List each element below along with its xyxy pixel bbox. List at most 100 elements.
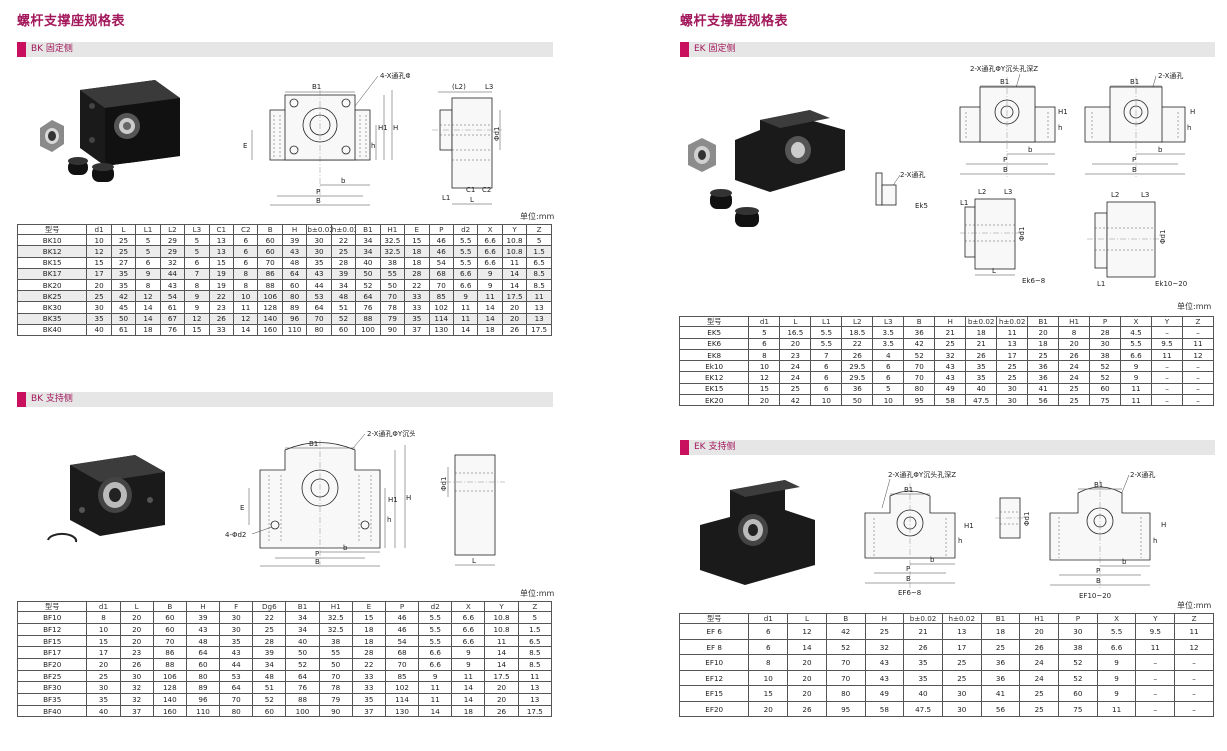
bk-label-l2: (L2)	[452, 83, 466, 91]
ef-table-cell: –	[1174, 654, 1214, 671]
ek-col-header: P	[1089, 315, 1122, 328]
ek-caption-a: Ek6~8	[1022, 277, 1045, 285]
bf-table-cell: BF15	[16, 634, 88, 648]
bk-table-cell: 5.5	[452, 256, 479, 269]
ek-table-cell: 24	[779, 371, 812, 384]
bk-table-cell: 46	[428, 245, 454, 258]
ef-col-header: X	[1096, 612, 1137, 625]
bf-table-cell: BF10	[16, 611, 88, 624]
ek-table-cell: –	[1181, 326, 1215, 339]
bf-table-cell: 35	[219, 634, 254, 648]
ef-table-cell: 20	[787, 654, 827, 671]
ef-unit: 单位:mm	[1177, 601, 1212, 610]
ef-col-header: d1	[748, 612, 789, 625]
bk-table-cell: 14	[135, 312, 161, 325]
ek-a-label-l2: L2	[978, 188, 986, 196]
ef-table-cell: 52	[1058, 669, 1098, 687]
ef-table-cell: 12	[787, 623, 827, 640]
bk-table-cell: 64	[281, 267, 308, 281]
ek-col-header: Z	[1181, 315, 1215, 328]
ek-table-cell: 43	[934, 371, 967, 384]
bk-col-header: H1	[379, 223, 406, 236]
bk-table-cell: 14	[452, 323, 479, 336]
ef-col-header: Z	[1174, 612, 1214, 625]
bk-col-header: P	[428, 223, 454, 236]
ef-table-cell: 35	[903, 654, 943, 671]
bk-table-cell: 54	[159, 290, 186, 303]
bf-table-cell: 40	[86, 704, 121, 718]
bf-label-l: L	[472, 557, 476, 565]
ek-table-cell: 42	[903, 337, 936, 350]
bf-table-cell: 90	[318, 704, 353, 718]
ef-col-header: B	[825, 612, 866, 625]
bk-table-cell: 7	[184, 267, 210, 281]
bf-table-cell: 35	[86, 693, 121, 706]
ef-table-cell: 14	[787, 638, 827, 656]
bf-table-cell: 43	[219, 646, 254, 660]
bf-table-cell: 6.6	[418, 658, 453, 671]
ef-table-cell: 13	[941, 623, 982, 640]
bk-table-cell: 5	[135, 245, 161, 258]
bk-table-cell: 90	[379, 323, 406, 336]
ef-table-cell: 26	[1019, 638, 1060, 656]
bf-side-drawing: Φd1 L	[440, 454, 505, 566]
bk-table-cell: 6.6	[477, 245, 503, 258]
ek-a-label-bsmall: b	[1028, 146, 1033, 154]
ef-table-cell: 26	[787, 700, 827, 718]
bf-table-cell: 70	[152, 634, 187, 648]
bf-table-cell: 60	[185, 658, 221, 671]
ef-table-cell: –	[1135, 700, 1176, 718]
bf-table-cell: 14	[451, 681, 486, 695]
bf-table-cell: 70	[318, 669, 353, 683]
ek-a-label-l1: L1	[960, 199, 968, 207]
bk-table-cell: 14	[135, 301, 161, 314]
bk-table-cell: 100	[355, 323, 381, 336]
ef-table-cell: –	[1135, 654, 1176, 671]
bk-table-cell: 9	[184, 290, 210, 303]
bk-table-cell: 13	[526, 301, 552, 314]
ef-table-cell: –	[1174, 685, 1214, 702]
bk-table-cell: 89	[281, 301, 308, 314]
bk-table-cell: 76	[159, 323, 186, 336]
bf-table-cell: 70	[219, 693, 254, 706]
ek-a-label-l3: L3	[1004, 188, 1012, 196]
bf-table-cell: BF30	[16, 681, 88, 695]
ek-table-cell: 11	[1120, 394, 1152, 407]
bk-label-c2: C2	[482, 186, 491, 194]
bf-table-cell: 11	[484, 634, 519, 648]
bk-table-cell: 8	[233, 279, 259, 292]
bf-table-cell: 30	[119, 669, 154, 683]
ef-table-cell: EF15	[678, 685, 750, 702]
bk-table-cell: 30	[306, 245, 332, 258]
ef-table-cell: 58	[864, 700, 905, 718]
ek-col-header: h±0.02	[996, 315, 1029, 328]
ek-table-cell: 11	[1151, 348, 1183, 362]
ek-callout-small: 2-X通孔	[900, 170, 925, 179]
ek-table-cell: 30	[1089, 337, 1122, 350]
bk-table-cell: 6	[233, 234, 259, 247]
ef-table-cell: EF 6	[678, 623, 750, 640]
bk-table-cell: 5	[135, 234, 161, 247]
bk-section-header: BK 固定侧	[17, 42, 553, 57]
bf-table-cell: 10	[86, 622, 121, 636]
bk-table-cell: 64	[306, 301, 332, 314]
ek-table-cell: 20	[748, 394, 781, 407]
bf-table-cell: 6.6	[418, 646, 453, 660]
ef-side-drawing: Φd1	[995, 497, 1031, 539]
ef-label-d1: Φd1	[1023, 512, 1031, 526]
bf-table-cell: 20	[119, 622, 154, 636]
bk-table-cell: 48	[281, 256, 308, 269]
bk-table-cell: 60	[257, 245, 283, 258]
bf-table-cell: 30	[219, 611, 254, 624]
bf-table-cell: 78	[318, 681, 353, 695]
ek-table-cell: EK5	[678, 326, 750, 339]
bk-table-cell: 60	[330, 323, 357, 336]
bk-table-cell: 26	[501, 323, 528, 336]
ef-table-cell: 12	[1174, 638, 1214, 656]
ek-table-cell: 50	[841, 394, 874, 407]
